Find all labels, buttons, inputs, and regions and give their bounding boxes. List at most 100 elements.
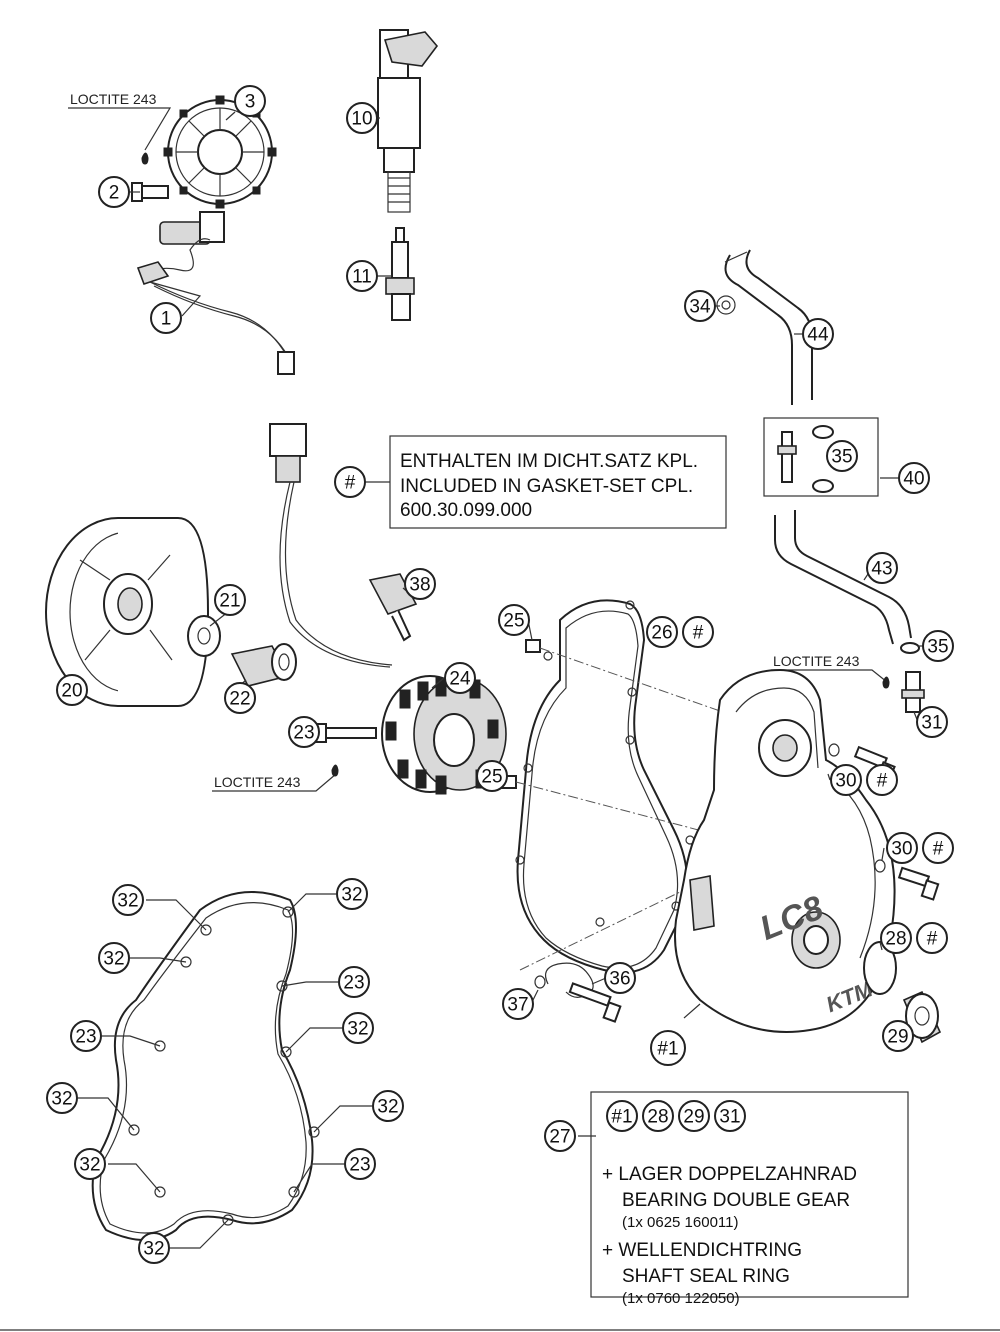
callout-32: 32 bbox=[46, 1082, 78, 1114]
stator-screw bbox=[315, 723, 377, 743]
svg-text:#: # bbox=[345, 473, 356, 494]
svg-text:#: # bbox=[933, 839, 944, 860]
pickup-sensor-assembly bbox=[131, 95, 295, 375]
callout-36: 36 bbox=[604, 962, 636, 994]
stator-connector bbox=[269, 423, 393, 668]
callout-37: 37 bbox=[502, 988, 534, 1020]
svg-text:32: 32 bbox=[347, 1019, 368, 1040]
flywheel-nut bbox=[230, 643, 297, 687]
gasket-set-number: 600.30.099.000 bbox=[400, 500, 532, 521]
gasket-note-line-en: INCLUDED IN GASKET-SET CPL. bbox=[400, 476, 693, 497]
svg-text:40: 40 bbox=[903, 469, 924, 490]
callout-35: 35 bbox=[922, 630, 954, 662]
svg-text:32: 32 bbox=[51, 1089, 72, 1110]
repair-kit-note: + LAGER DOPPELZAHNRAD BEARING DOUBLE GEA… bbox=[590, 1091, 909, 1307]
callout-3: 3 bbox=[234, 85, 266, 117]
bearing-bolt bbox=[568, 982, 622, 1023]
callout-31: 31 bbox=[916, 706, 948, 738]
callout-22: 22 bbox=[224, 682, 256, 714]
callout-23: 23 bbox=[70, 1020, 102, 1052]
callout-27: 27 bbox=[544, 1120, 576, 1152]
callout-38: 38 bbox=[404, 568, 436, 600]
loctite-note: LOCTITE 243 bbox=[70, 91, 157, 107]
kit-item-2-en: SHAFT SEAL RING bbox=[622, 1266, 790, 1287]
ignition-cover-gasket bbox=[515, 599, 695, 974]
svg-text:#1: #1 bbox=[611, 1107, 632, 1128]
svg-text:35: 35 bbox=[831, 447, 852, 468]
loctite-note: LOCTITE 243 bbox=[773, 653, 860, 669]
callout-31: 31 bbox=[714, 1100, 746, 1132]
callout-11: 11 bbox=[346, 260, 378, 292]
svg-text:35: 35 bbox=[927, 637, 948, 658]
svg-text:28: 28 bbox=[885, 929, 906, 950]
callout-30: 30 bbox=[886, 832, 918, 864]
svg-text:36: 36 bbox=[609, 969, 630, 990]
stator bbox=[381, 675, 507, 795]
flywheel-washer bbox=[187, 615, 221, 657]
washer bbox=[534, 975, 546, 989]
callout-32: 32 bbox=[372, 1090, 404, 1122]
callout-32: 32 bbox=[98, 942, 130, 974]
callout-43: 43 bbox=[866, 552, 898, 584]
callout-32: 32 bbox=[336, 878, 368, 910]
svg-text:43: 43 bbox=[871, 559, 892, 580]
callout-hash: # bbox=[682, 616, 714, 648]
cover-screw bbox=[874, 859, 940, 901]
svg-text:3: 3 bbox=[245, 92, 256, 113]
breather-fittings bbox=[777, 425, 834, 493]
callout-29: 29 bbox=[678, 1100, 710, 1132]
callout-25: 25 bbox=[476, 760, 508, 792]
engine-cover-gasket bbox=[91, 891, 320, 1241]
callout-34: 34 bbox=[684, 290, 716, 322]
svg-text:29: 29 bbox=[683, 1107, 704, 1128]
callout-23: 23 bbox=[338, 966, 370, 998]
callout-35: 35 bbox=[826, 440, 858, 472]
callout-32: 32 bbox=[74, 1148, 106, 1180]
screw-plug bbox=[902, 990, 942, 1044]
svg-text:30: 30 bbox=[835, 771, 856, 792]
svg-text:#: # bbox=[877, 771, 888, 792]
callout-2: 2 bbox=[98, 176, 130, 208]
svg-text:32: 32 bbox=[377, 1097, 398, 1118]
callout-30: 30 bbox=[830, 764, 862, 796]
callout-hash: # bbox=[866, 764, 898, 796]
svg-text:20: 20 bbox=[61, 681, 82, 702]
ignition-cover: LC8 KTM bbox=[674, 668, 896, 1033]
breather-cap bbox=[900, 642, 920, 654]
svg-text:44: 44 bbox=[807, 325, 829, 346]
spark-plug bbox=[385, 227, 415, 321]
hose-clamp bbox=[716, 295, 736, 315]
svg-text:38: 38 bbox=[409, 575, 430, 596]
callout-25: 25 bbox=[498, 604, 530, 636]
breather-nipple bbox=[901, 671, 925, 713]
svg-text:31: 31 bbox=[921, 713, 942, 734]
gasket-note-line-de: ENTHALTEN IM DICHT.SATZ KPL. bbox=[400, 451, 698, 472]
svg-text:10: 10 bbox=[351, 109, 372, 130]
svg-text:11: 11 bbox=[352, 267, 372, 288]
retaining-clip bbox=[545, 962, 594, 998]
svg-text:34: 34 bbox=[689, 297, 711, 318]
callout-23: 23 bbox=[344, 1148, 376, 1180]
kit-item-1-de: + LAGER DOPPELZAHNRAD bbox=[602, 1164, 857, 1185]
breather-kit-box bbox=[763, 417, 879, 497]
svg-text:27: 27 bbox=[549, 1127, 570, 1148]
callout-23: 23 bbox=[288, 716, 320, 748]
svg-text:31: 31 bbox=[719, 1107, 740, 1128]
callout-32: 32 bbox=[112, 884, 144, 916]
callout-hash: # bbox=[922, 832, 954, 864]
svg-text:21: 21 bbox=[219, 591, 240, 612]
svg-text:32: 32 bbox=[117, 891, 138, 912]
callout-1: 1 bbox=[150, 302, 182, 334]
callout-26: 26 bbox=[646, 616, 678, 648]
svg-text:23: 23 bbox=[293, 723, 314, 744]
callout-hash: # bbox=[916, 922, 948, 954]
svg-text:#: # bbox=[693, 623, 704, 644]
callout-20: 20 bbox=[56, 674, 88, 706]
svg-text:#1: #1 bbox=[657, 1039, 678, 1060]
callout-40: 40 bbox=[898, 462, 930, 494]
callout-hash1: #1 bbox=[606, 1100, 638, 1132]
kit-item-1-en: BEARING DOUBLE GEAR bbox=[622, 1190, 850, 1211]
callout-24: 24 bbox=[444, 662, 476, 694]
